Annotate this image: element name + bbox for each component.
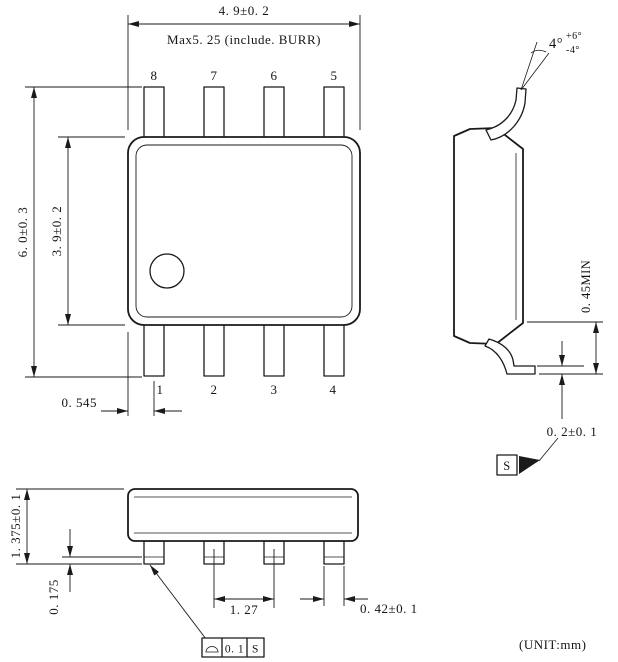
front-lead-4 (323, 540, 345, 565)
dim-lead-thickness-label: 0. 2±0. 1 (547, 424, 598, 439)
pin-8 (143, 86, 165, 140)
pin-number: 4 (330, 382, 337, 397)
front-body-outline (127, 488, 359, 542)
dim-body-thickness-label: 1. 375±0. 1 (8, 494, 23, 559)
dim-body-height-label: 3. 9±0. 2 (49, 206, 64, 257)
dim-lead-width-label: 0. 42±0. 1 (360, 601, 418, 616)
dim-overall-height-label: 6. 0±0. 3 (15, 207, 30, 258)
lower-lead (484, 338, 536, 375)
datum-leader (538, 437, 559, 462)
tolerance-leader (149, 564, 207, 640)
datum-triangle (519, 456, 540, 474)
front-lead-1 (143, 540, 165, 565)
top-view: 8 7 6 5 1 2 3 4 4. 9±0. 2 Max5. 25 (incl… (15, 3, 361, 416)
pin-number: 3 (271, 382, 278, 397)
datum-box (496, 454, 518, 476)
pin1-indicator-circle (149, 253, 185, 289)
datum-label: S (503, 459, 510, 473)
flatness-symbol-icon (205, 646, 219, 653)
pin-4 (323, 323, 345, 377)
package-body-outline (127, 136, 361, 326)
pin-number: 7 (211, 68, 218, 83)
pin-number: 6 (271, 68, 278, 83)
angle-arc (530, 49, 547, 54)
dim-lead-angle-minus-label: -4° (566, 45, 580, 56)
side-view: 4° +6° -4° 0. 45MIN 0. 2±0. 1 S (453, 31, 603, 476)
dim-standoff-label: 0. 175 (46, 579, 61, 615)
dim-pin1-offset-label: 0. 545 (62, 395, 98, 410)
dim-standoff-label: 0. 45MIN (579, 260, 593, 313)
dim-body-width-label: 4. 9±0. 2 (219, 3, 270, 18)
pin-5 (323, 86, 345, 140)
package-body-inner-line (135, 144, 353, 318)
tolerance-datum-label: S (252, 644, 259, 656)
dim-lead-angle-plus-label: +6° (566, 31, 582, 42)
angle-ref-line (520, 41, 538, 91)
pin-7 (203, 86, 225, 140)
side-body-outline (453, 127, 524, 345)
pin-3 (263, 323, 285, 377)
pin-number: 1 (157, 382, 164, 397)
dim-max-width-label: Max5. 25 (include. BURR) (167, 32, 321, 47)
pin-number: 8 (151, 68, 158, 83)
pin-6 (263, 86, 285, 140)
pin-number: 5 (331, 68, 338, 83)
tolerance-value-label: 0. 1 (225, 644, 244, 656)
pin-number: 2 (211, 382, 218, 397)
angle-ref-line (520, 52, 550, 91)
unit-note: (UNIT:mm) (519, 637, 586, 652)
dim-lead-angle-label: 4° (549, 36, 563, 52)
pin-2 (203, 323, 225, 377)
dim-lead-pitch-label: 1. 27 (230, 602, 259, 617)
upper-lead (485, 87, 527, 141)
pin-1 (143, 323, 165, 377)
front-view: 1. 375±0. 1 0. 175 1. 27 0. 42±0. 1 0. 1… (8, 488, 418, 658)
